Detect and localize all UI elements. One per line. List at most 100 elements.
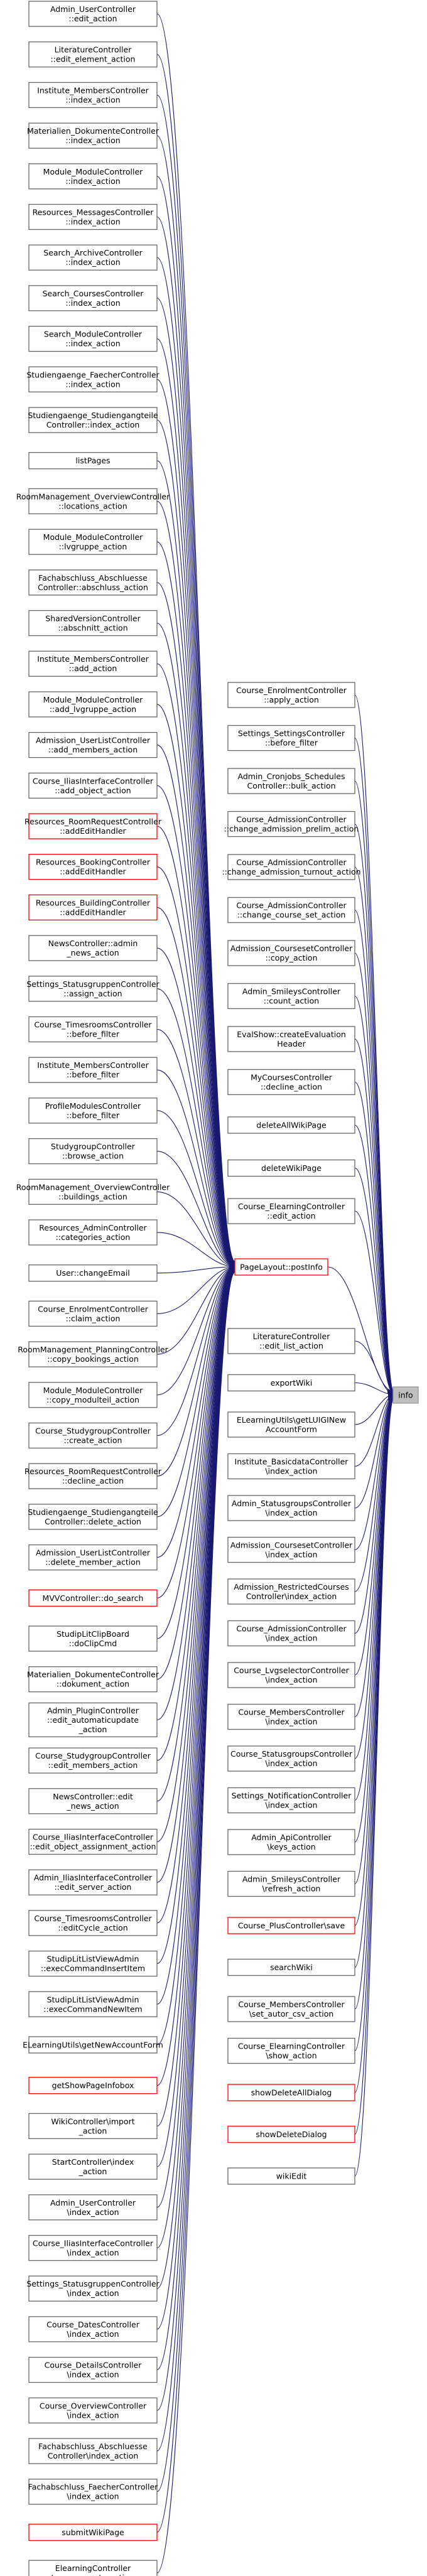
node-r20[interactable]: Course_AdmissionController\index_action [227, 1620, 355, 1647]
node-l7[interactable]: Search_CoursesController::index_action [28, 285, 158, 311]
node-l48[interactable]: StudipLitListViewAdmin::execCommandInser… [28, 1950, 158, 1977]
node-l53[interactable]: StartController\index_action [28, 2153, 158, 2180]
node-l44[interactable]: NewsController::edit_news_action [28, 1788, 158, 1814]
node-l23[interactable]: NewsController::admin_news_action [28, 935, 158, 961]
node-l57[interactable]: Course_DatesController\index_action [28, 2316, 158, 2342]
node-l20[interactable]: Resources_RoomRequestController::addEdit… [24, 813, 162, 839]
node-l63[interactable]: ElearningController\my_accounts_action [28, 2560, 158, 2576]
node-l1[interactable]: LiteratureController::edit_element_actio… [28, 41, 158, 68]
node-l16[interactable]: Institute_MembersController::add_action [28, 650, 158, 677]
node-l62[interactable]: submitWikiPage [28, 2523, 158, 2541]
node-l39[interactable]: MVVController::do_search [28, 1589, 158, 1607]
node-r0[interactable]: Course_EnrolmentController::apply_action [227, 682, 355, 708]
node-l18[interactable]: Admission_UserListController::add_member… [28, 731, 158, 758]
node-l17[interactable]: Module_ModuleController::add_lvgruppe_ac… [28, 691, 158, 718]
node-l28[interactable]: StudygroupController::browse_action [28, 1138, 158, 1165]
node-l52[interactable]: WikiController\import_action [28, 2113, 158, 2140]
node-l22[interactable]: Resources_BuildingController::addEditHan… [28, 894, 158, 921]
node-r13[interactable]: LiteratureController::edit_list_action [227, 1328, 355, 1354]
node-r9[interactable]: MyCoursesController::decline_action [227, 1069, 355, 1096]
node-l2[interactable]: Institute_MembersController::index_actio… [28, 82, 158, 109]
node-l15[interactable]: SharedVersionController::abschnitt_actio… [28, 610, 158, 637]
node-l19[interactable]: Course_IliasInterfaceController::add_obj… [28, 772, 158, 799]
node-l26[interactable]: Institute_MembersController::before_filt… [28, 1057, 158, 1083]
node-l38[interactable]: Admission_UserListController::delete_mem… [28, 1544, 158, 1571]
node-l9[interactable]: Studiengaenge_FaecherController::index_a… [26, 366, 160, 392]
node-r3[interactable]: Course_AdmissionController::change_admis… [224, 811, 359, 838]
node-l31[interactable]: User::changeEmail [28, 1264, 158, 1282]
node-l47[interactable]: Course_TimesroomsController::editCycle_a… [28, 1910, 158, 1936]
node-r16[interactable]: Institute_BasicdataController\index_acti… [227, 1453, 355, 1480]
node-l60[interactable]: Fachabschluss_AbschluesseController\inde… [28, 2438, 158, 2464]
node-l27[interactable]: ProfileModulesController::before_filter [28, 1097, 158, 1124]
node-l14[interactable]: Fachabschluss_AbschluesseController::abs… [28, 569, 158, 596]
node-l10[interactable]: Studiengaenge_StudiengangteileController… [28, 407, 158, 433]
node-r28[interactable]: searchWiki [227, 1958, 355, 1976]
node-l51[interactable]: getShowPageInfobox [28, 2077, 158, 2094]
node-l32[interactable]: Course_EnrolmentController::claim_action [28, 1300, 158, 1327]
node-r27[interactable]: Course_PlusController\save [227, 1917, 355, 1934]
node-r5[interactable]: Course_AdmissionController::change_cours… [227, 897, 355, 924]
node-l30[interactable]: Resources_AdminController::categories_ac… [28, 1219, 158, 1246]
node-l5[interactable]: Resources_MessagesController::index_acti… [28, 203, 158, 230]
node-r11[interactable]: deleteWikiPage [227, 1159, 355, 1177]
node-l61[interactable]: Fachabschluss_FaecherController\index_ac… [28, 2479, 158, 2505]
node-l0[interactable]: Admin_UserController::edit_action [28, 1, 158, 27]
node-l43[interactable]: Course_StudygroupController::edit_member… [28, 1747, 158, 1774]
node-l33[interactable]: RoomManagement_PlanningController::copy_… [18, 1341, 169, 1367]
node-r31[interactable]: showDeleteAllDialog [227, 2084, 355, 2101]
node-l49[interactable]: StudipLitListViewAdmin::execCommandNewIt… [28, 1991, 158, 2017]
node-r14[interactable]: exportWiki [227, 1374, 355, 1392]
node-r24[interactable]: Settings_NotificationController\index_ac… [227, 1787, 355, 1814]
node-r10[interactable]: deleteAllWikiPage [227, 1116, 355, 1134]
node-r25[interactable]: Admin_ApiController\keys_action [227, 1829, 355, 1855]
node-info[interactable]: info [392, 1386, 419, 1404]
node-r6[interactable]: Admission_CoursesetController::copy_acti… [227, 940, 355, 966]
node-r33[interactable]: wikiEdit [227, 2167, 355, 2185]
node-l55[interactable]: Course_IliasInterfaceController\index_ac… [28, 2234, 158, 2261]
node-r1[interactable]: Settings_SettingsController::before_filt… [227, 725, 355, 752]
node-r18[interactable]: Admission_CoursesetController\index_acti… [227, 1536, 355, 1563]
node-r26[interactable]: Admin_SmileysController\refresh_action [227, 1870, 355, 1897]
node-l54[interactable]: Admin_UserController\index_action [28, 2194, 158, 2221]
node-r22[interactable]: Course_MembersController\index_action [227, 1703, 355, 1730]
node-l59[interactable]: Course_OverviewController\index_action [28, 2397, 158, 2423]
node-r19[interactable]: Admission_RestrictedCoursesController\in… [227, 1578, 355, 1605]
node-r29[interactable]: Course_MembersController\set_autor_csv_a… [227, 1996, 355, 2022]
node-r32[interactable]: showDeleteDialog [227, 2125, 355, 2143]
node-l11[interactable]: listPages [28, 452, 158, 470]
node-r4[interactable]: Course_AdmissionController::change_admis… [222, 854, 361, 880]
node-l41[interactable]: Materialien_DokumenteController::dokumen… [27, 1666, 159, 1693]
node-l36[interactable]: Resources_RoomRequestController::decline… [24, 1463, 162, 1489]
node-l3[interactable]: Materialien_DokumenteController::index_a… [27, 122, 159, 149]
node-l12[interactable]: RoomManagement_OverviewController::locat… [16, 488, 170, 515]
node-l13[interactable]: Module_ModuleController::lvgruppe_action [28, 529, 158, 555]
node-r17[interactable]: Admin_StatusgroupsController\index_actio… [227, 1495, 355, 1521]
node-l21[interactable]: Resources_BookingController::addEditHand… [28, 854, 158, 880]
node-l45[interactable]: Course_IliasInterfaceController::edit_ob… [28, 1828, 158, 1855]
node-r2[interactable]: Admin_Cronjobs_SchedulesController::bulk… [227, 768, 355, 794]
node-l50[interactable]: ELearningUtils\getNewAccountForm [23, 2036, 163, 2054]
node-r30[interactable]: Course_ElearningController\show_action [227, 2037, 355, 2064]
node-l46[interactable]: Admin_IliasInterfaceController::edit_ser… [28, 1869, 158, 1895]
node-l8[interactable]: Search_ModuleController::index_action [28, 325, 158, 352]
node-l37[interactable]: Studiengaenge_StudiengangteileController… [28, 1504, 158, 1530]
node-l24[interactable]: Settings_StatusgruppenController::assign… [26, 976, 160, 1002]
node-l25[interactable]: Course_TimesroomsController::before_filt… [28, 1016, 158, 1043]
node-r23[interactable]: Course_StatusgroupsController\index_acti… [227, 1745, 355, 1772]
node-l29[interactable]: RoomManagement_OverviewController::build… [16, 1178, 170, 1205]
node-l58[interactable]: Course_DetailsController\index_action [28, 2356, 158, 2383]
node-r12[interactable]: Course_ElearningController::edit_action [227, 1198, 355, 1224]
node-l35[interactable]: Course_StudygroupController::create_acti… [28, 1422, 158, 1449]
node-l56[interactable]: Settings_StatusgruppenController\index_a… [26, 2275, 160, 2302]
node-r7[interactable]: Admin_SmileysController::count_action [227, 983, 355, 1010]
node-plinfo[interactable]: PageLayout::postInfo [234, 1258, 328, 1276]
node-l6[interactable]: Search_ArchiveController::index_action [28, 244, 158, 271]
node-l42[interactable]: Admin_PluginController::edit_automaticup… [28, 1702, 158, 1738]
node-l34[interactable]: Module_ModuleController::copy_modulteil_… [28, 1382, 158, 1408]
node-l40[interactable]: StudipLitClipBoard::doClipCmd [28, 1625, 158, 1652]
node-l4[interactable]: Module_ModuleController::index_action [28, 163, 158, 190]
node-r21[interactable]: Course_LvgselectorController\index_actio… [227, 1662, 355, 1688]
